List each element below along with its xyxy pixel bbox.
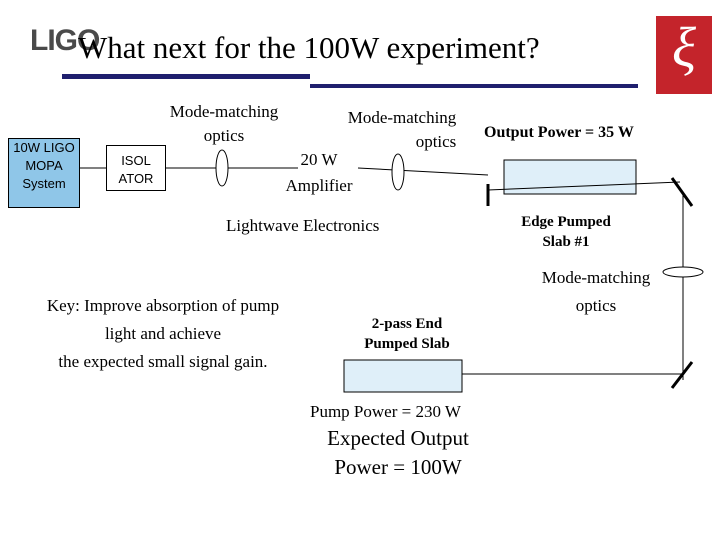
expected-output-label: Expected Output Power = 100W: [310, 426, 486, 480]
ligo-logo: LIGO: [30, 24, 100, 57]
mode-matching-2-line-2: optics: [415, 132, 457, 151]
mode-matching-2-label: Mode-matching optics: [336, 108, 468, 152]
mopa-label-line-2: MOPA: [25, 158, 63, 173]
edge-pumped-line-2: Slab #1: [542, 234, 590, 250]
pump-power-label: Pump Power = 230 W: [310, 402, 461, 421]
key-line-2: light and achieve: [104, 324, 222, 343]
beam-through-edge-slab: [487, 181, 681, 191]
end-pumped-line-2: Pumped Slab: [364, 336, 450, 352]
institution-logo: ξ: [656, 16, 712, 94]
key-note: Key: Improve absorption of pump light an…: [20, 296, 306, 372]
mode-matching-2-line-1: Mode-matching: [347, 108, 457, 127]
lens-mode-matching-3: [662, 266, 704, 278]
lens-mode-matching-2: [391, 153, 405, 191]
key-line-3: the expected small signal gain.: [58, 352, 268, 371]
mode-matching-1-line-2: optics: [203, 126, 245, 145]
lens-mode-matching-1: [215, 149, 229, 187]
mirror-upper-right: [670, 177, 694, 207]
output-power-label: Output Power = 35 W: [484, 124, 634, 141]
mode-matching-3-line-1: Mode-matching: [541, 268, 651, 287]
amplifier-line-2: Amplifier: [285, 176, 353, 195]
amplifier-label: 20 W Amplifier: [276, 150, 362, 196]
end-pumped-line-1: 2-pass End: [371, 316, 443, 332]
edge-pumped-line-1: Edge Pumped: [521, 214, 611, 230]
key-line-1: Key: Improve absorption of pump: [46, 296, 280, 315]
mode-matching-3-line-2: optics: [575, 296, 617, 315]
mopa-label-line-3: System: [22, 176, 66, 191]
end-pumped-slab: [343, 359, 463, 393]
title-underline-left: [62, 74, 310, 79]
isolator-box: ISOL ATOR: [106, 145, 166, 191]
isolator-label-line-1: ISOL: [121, 153, 151, 168]
lightwave-label: Lightwave Electronics: [226, 216, 380, 235]
institution-logo-glyph: ξ: [672, 17, 696, 79]
edge-pumped-label: Edge Pumped Slab #1: [500, 214, 632, 251]
beam-amplifier-out: [357, 167, 489, 176]
expected-output-line-1: Expected Output: [327, 426, 469, 450]
mopa-system-box: 10W LIGO MOPA System: [8, 138, 80, 208]
end-pumped-label: 2-pass End Pumped Slab: [348, 316, 466, 353]
isolator-label-line-2: ATOR: [118, 171, 154, 186]
edge-pumped-slab: [503, 159, 637, 195]
title-underline-right: [310, 84, 638, 88]
amplifier-line-1: 20 W: [300, 150, 338, 169]
mirror-lower-right: [670, 361, 694, 389]
mode-matching-3-label: Mode-matching optics: [528, 268, 664, 316]
mopa-label-line-1: 10W LIGO: [13, 140, 75, 155]
mode-matching-1-line-1: Mode-matching: [169, 102, 279, 121]
expected-output-line-2: Power = 100W: [334, 455, 462, 479]
mode-matching-1-label: Mode-matching optics: [158, 102, 290, 146]
page-title: What next for the 100W experiment?: [78, 30, 540, 65]
